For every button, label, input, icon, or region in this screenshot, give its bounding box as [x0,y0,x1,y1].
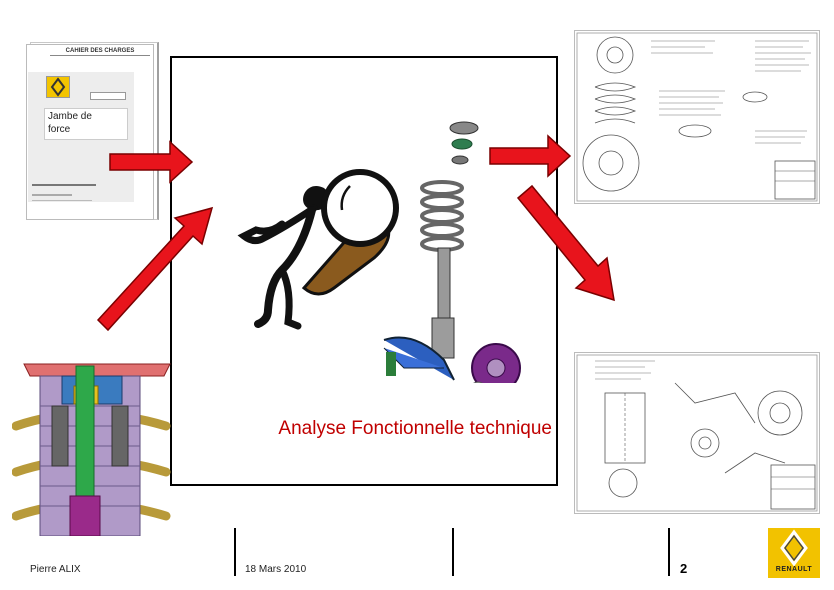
cover-document: CAHIER DES CHARGES Jambe de force [24,42,159,220]
footer-divider-1 [234,528,236,576]
renault-logo-text: RENAULT [775,566,813,573]
technical-drawing-bottom [574,352,820,514]
arrow-right-right [489,134,572,178]
page-number: 2 [680,561,688,576]
technical-drawing-top [574,30,820,204]
strut-cutaway-icon [11,346,172,537]
cover-heading: CAHIER DES CHARGES [50,48,150,56]
renault-small-logo [46,76,70,98]
footer-divider-2 [452,528,454,576]
central-frame: Analyse Fonctionnelle technique [170,56,558,486]
renault-logo: RENAULT [768,528,820,578]
footer-author: Pierre ALIX [30,564,81,575]
arrow-diagonal-up [96,206,214,332]
slide-title: Analyse Fonctionnelle technique [278,418,552,439]
arrow-right-left [109,140,194,184]
magnifier-figure-icon [234,158,424,343]
arrow-diagonal-down [516,184,615,302]
footer-divider-3 [668,528,670,576]
cover-label: Jambe de force [48,111,92,135]
suspension-strut-icon [382,118,552,393]
footer-date: 18 Mars 2010 [245,564,307,575]
